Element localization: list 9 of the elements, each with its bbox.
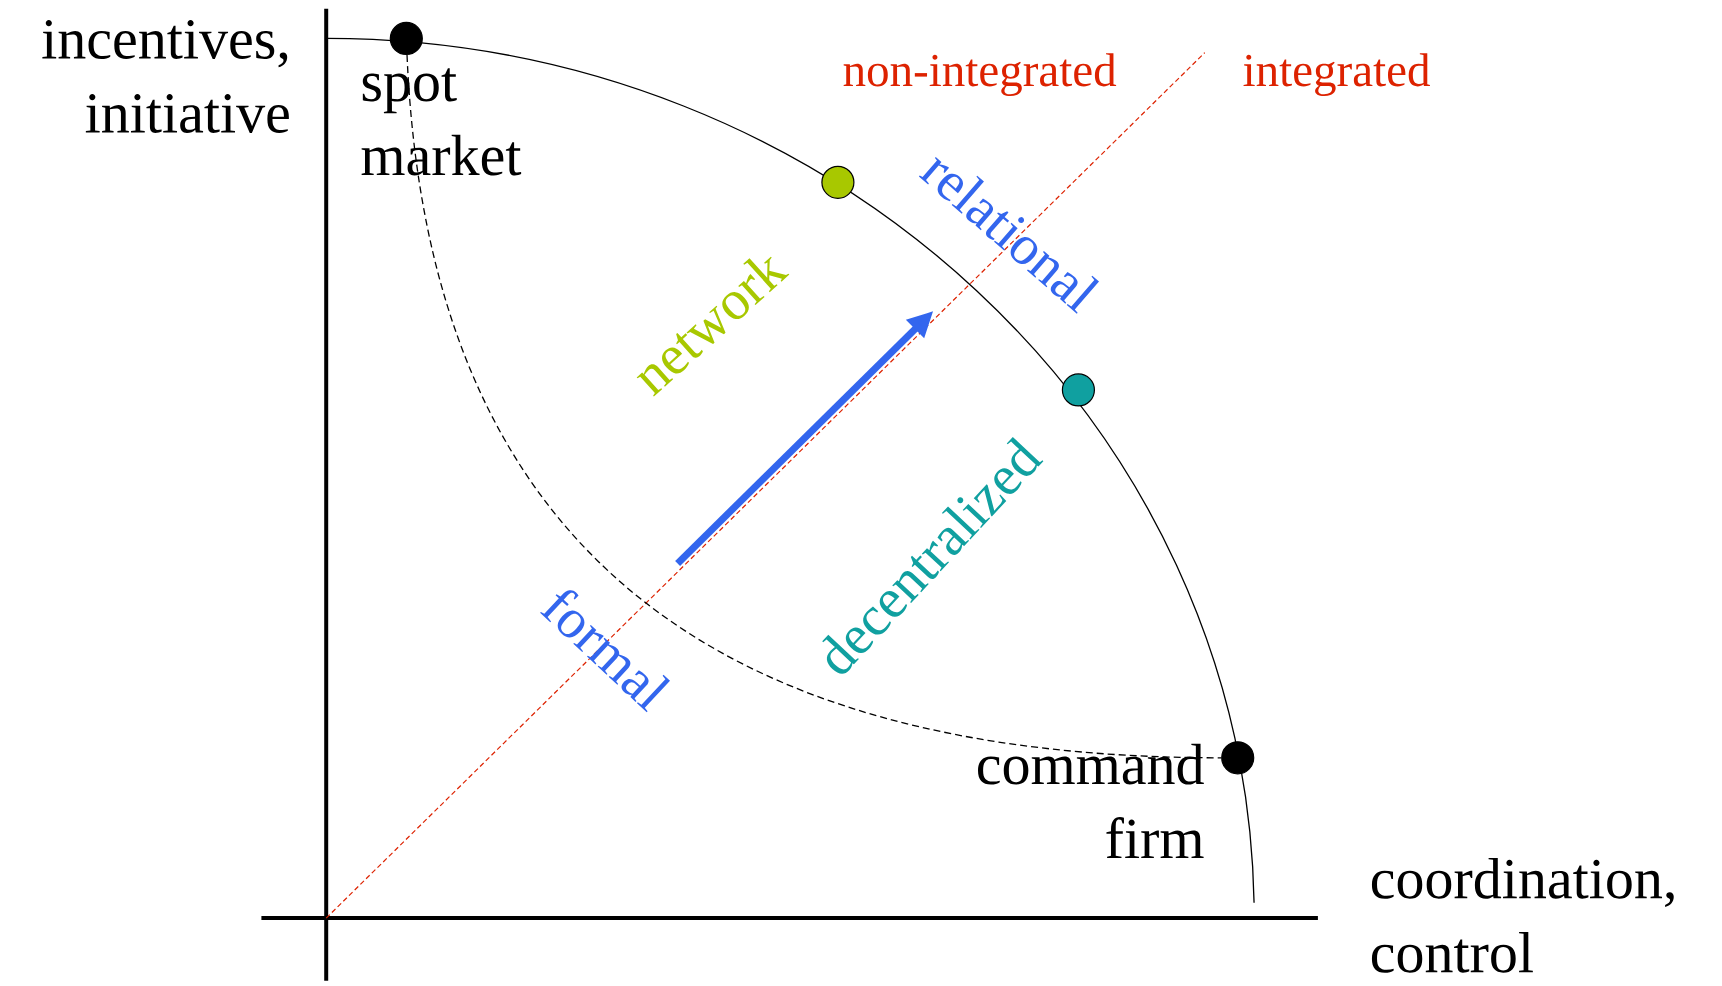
axis-label: coordination, control: [1371, 857, 1674, 973]
node-label: command firm: [978, 743, 1204, 858]
axis-label: incentives, initiative: [42, 20, 289, 133]
dashed-curve: [406, 54, 1222, 759]
node-label: spot market: [361, 68, 522, 176]
region-label: integrated: [1243, 53, 1430, 97]
region-label: non-integrated: [843, 53, 1117, 97]
dot: [1061, 373, 1095, 407]
dot: [821, 165, 855, 199]
